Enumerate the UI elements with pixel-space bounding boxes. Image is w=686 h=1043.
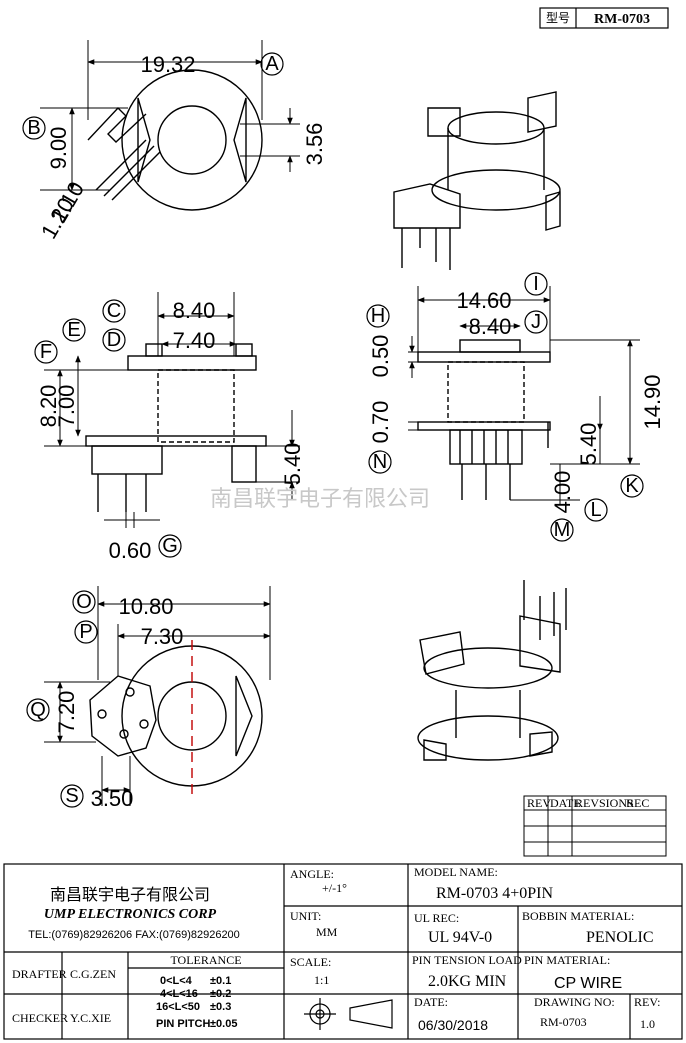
tolerance-range-1: 4<L<16: [160, 988, 198, 1000]
scale-label: SCALE:: [290, 955, 331, 969]
front-view: [34, 292, 300, 558]
dim-bottom-offset: 3.50: [91, 786, 134, 811]
rev-header-revsions: REVSIONS: [575, 796, 634, 810]
company-cn: 南昌联宇电子有限公司: [50, 885, 210, 904]
dim-top-width: 19.32: [140, 52, 195, 77]
dim-front-outer: 8.40: [173, 298, 216, 323]
dim-side-height-flange: 5.40: [576, 423, 601, 466]
label-n: N: [373, 451, 387, 473]
angle-value: +/-1°: [322, 881, 347, 895]
bobbin-material-label: BOBBIN MATERIAL:: [522, 909, 634, 923]
unit-label: UNIT:: [290, 909, 321, 923]
date-label: DATE:: [414, 995, 448, 1009]
rev-header-rec: REC: [626, 796, 649, 810]
unit-value: MM: [316, 925, 338, 939]
model-name-label: MODEL NAME:: [414, 865, 498, 879]
angle-label: ANGLE:: [290, 867, 334, 881]
pin-material-label: PIN MATERIAL:: [524, 953, 610, 967]
tolerance-tol-1: ±0.2: [210, 988, 231, 1000]
dim-side-height-total: 14.90: [640, 374, 665, 429]
iso-view-bottom: [417, 580, 567, 761]
company-contact: TEL:(0769)82926206 FAX:(0769)82926200: [28, 929, 240, 941]
scale-value: 1:1: [314, 973, 329, 987]
pin-tension-value: 2.0KG MIN: [428, 973, 507, 990]
drafter-value: C.G.ZEN: [70, 967, 116, 981]
dim-front-height-b: 7.00: [54, 385, 79, 428]
dim-front-flange: 5.40: [280, 443, 305, 486]
pin-material-value: CP WIRE: [554, 975, 622, 992]
model-box-value: RM-0703: [594, 12, 650, 27]
dim-front-height-a: 8.20: [36, 385, 61, 428]
dim-side-outer: 14.60: [456, 288, 511, 313]
tolerance-tol-2: ±0.3: [210, 1001, 231, 1013]
label-k: K: [625, 475, 639, 497]
drawing-no-label: DRAWING NO:: [534, 995, 615, 1009]
watermark: 南昌联宇电子有限公司: [210, 487, 430, 512]
label-e: E: [67, 319, 80, 341]
ul-rec-value: UL 94V-0: [428, 929, 492, 946]
label-i: I: [533, 273, 539, 295]
label-m: M: [554, 519, 571, 541]
label-s: S: [65, 785, 78, 807]
title-block: [3, 863, 683, 1040]
tolerance-tol-0: ±0.1: [210, 975, 231, 987]
label-h: H: [371, 305, 385, 327]
tolerance-tol-3: ±0.05: [210, 1018, 237, 1030]
model-box-label: 型号: [546, 11, 570, 25]
top-view: [22, 40, 300, 211]
rev-value: 1.0: [640, 1017, 655, 1031]
bottom-view: [26, 586, 271, 808]
tolerance-range-3: PIN PITCH: [156, 1018, 210, 1030]
tolerance-range-2: 16<L<50: [156, 1001, 200, 1013]
drawing-no-value: RM-0703: [540, 1015, 587, 1029]
ul-rec-label: UL REC:: [414, 911, 459, 925]
model-name-value: RM-0703 4+0PIN: [436, 885, 553, 902]
bobbin-material-value: PENOLIC: [586, 929, 654, 946]
tolerance-label: TOLERANCE: [170, 953, 241, 967]
company-en: UMP ELECTRONICS CORP: [44, 907, 217, 922]
side-view: [366, 272, 644, 542]
rev-header-date: DATE: [550, 796, 581, 810]
pin-tension-label: PIN TENSION LOAD: [412, 953, 522, 967]
date-value: 06/30/2018: [418, 1017, 488, 1033]
checker-value: Y.C.XIE: [70, 1011, 111, 1025]
dim-side-pin-len: 4.00: [550, 471, 575, 514]
label-b: B: [27, 117, 40, 139]
label-o: O: [76, 591, 92, 613]
label-g: G: [162, 535, 178, 557]
label-c: C: [107, 300, 121, 322]
rev-header-rev: REV: [527, 796, 551, 810]
dim-top-height: 9.00: [46, 127, 71, 170]
dim-front-pin: 0.60: [109, 538, 152, 563]
dim-bottom-width-b: 7.30: [141, 624, 184, 649]
checker-label: CHECKER: [12, 1011, 68, 1025]
dim-front-inner: 7.40: [173, 328, 216, 353]
label-j: J: [531, 311, 541, 333]
dim-side-inner: 8.40: [469, 314, 512, 339]
dim-bottom-width-a: 10.80: [118, 594, 173, 619]
drafter-label: DRAFTER: [12, 967, 67, 981]
tolerance-range-0: 0<L<4: [160, 975, 193, 987]
label-f: F: [40, 341, 52, 363]
label-l: L: [590, 499, 601, 521]
label-a: A: [265, 53, 279, 75]
revision-table: [523, 795, 667, 857]
iso-view-top: [393, 91, 561, 270]
label-q: Q: [30, 699, 46, 721]
label-p: P: [79, 621, 92, 643]
model-box: 型号 RM-0703: [539, 7, 669, 29]
dim-side-flange-b: 0.70: [368, 401, 393, 444]
dim-side-flange-a: 0.50: [368, 335, 393, 378]
label-d: D: [107, 329, 121, 351]
dim-bottom-height: 7.20: [54, 691, 79, 734]
dim-top-slot: 3.56: [302, 123, 327, 166]
rev-label: REV:: [634, 995, 660, 1009]
